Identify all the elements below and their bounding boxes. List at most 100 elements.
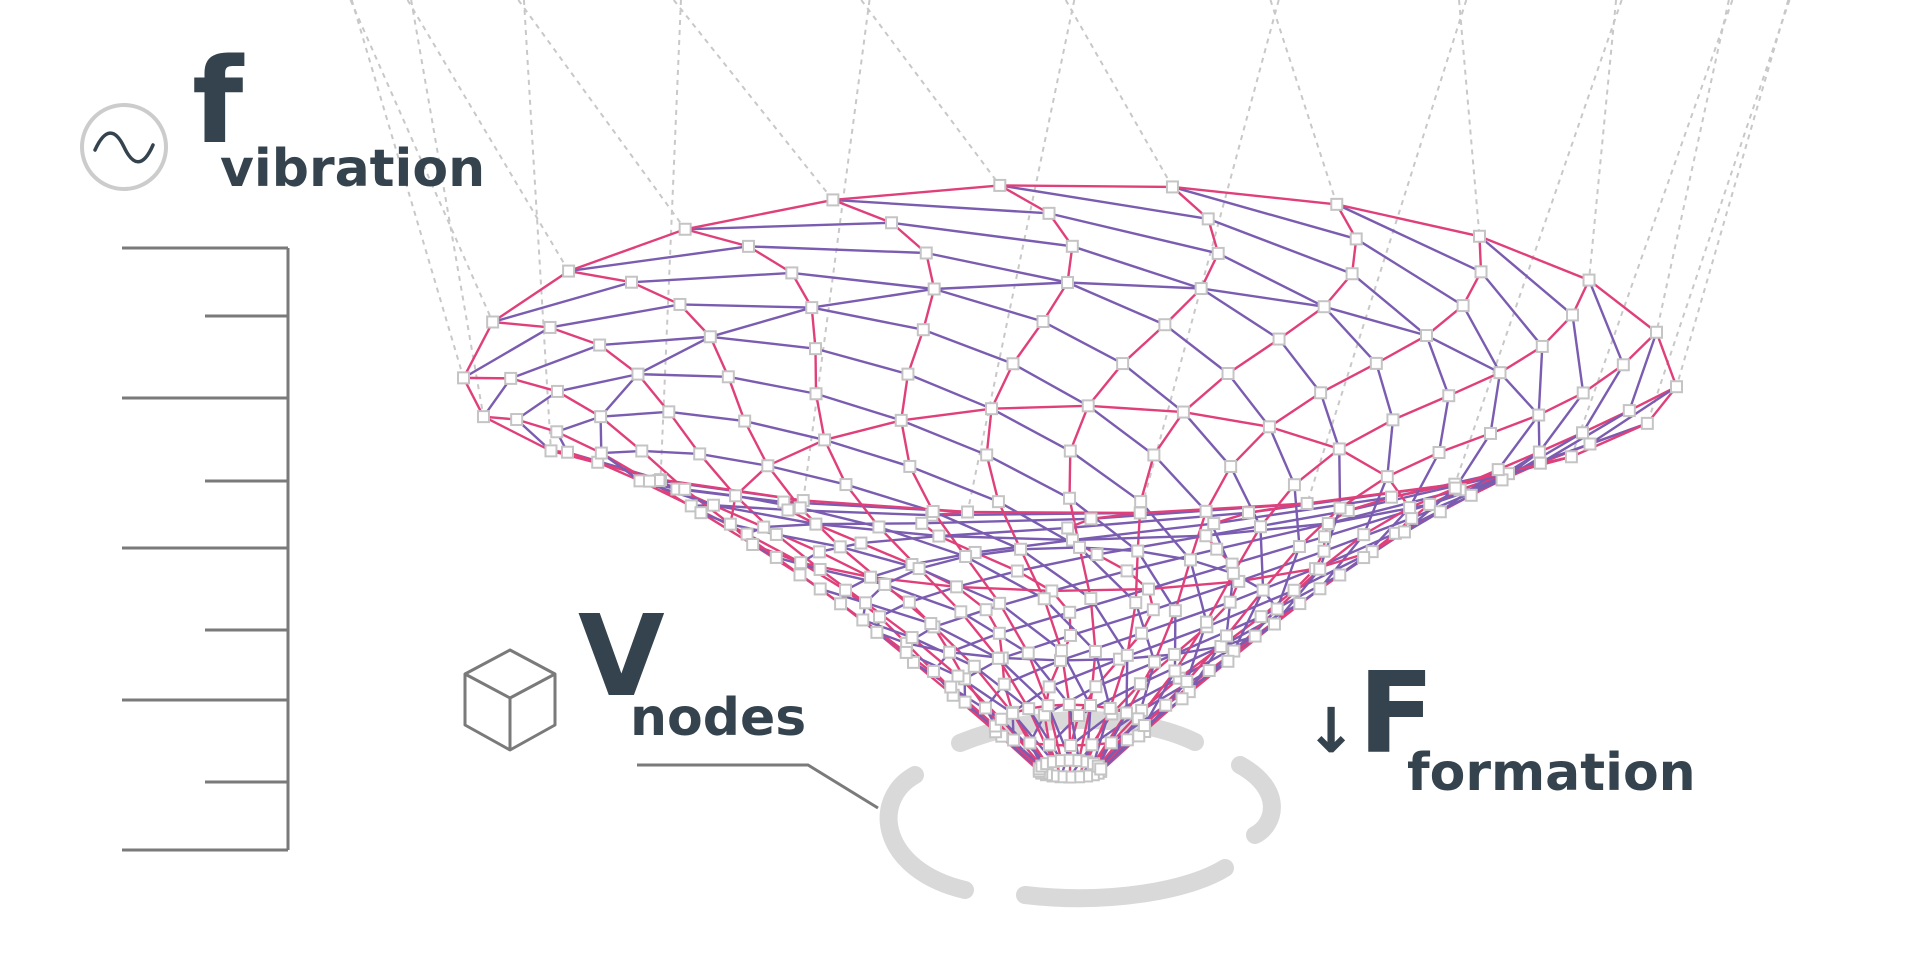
mesh-node (769, 527, 783, 541)
mesh-node (476, 410, 490, 424)
mesh-edge (763, 522, 816, 529)
mesh-node (1042, 738, 1056, 752)
mesh-node (1349, 232, 1363, 246)
mesh-node (1219, 629, 1233, 643)
mesh-node (839, 583, 853, 597)
mesh-node (1313, 582, 1327, 596)
mesh-node (878, 577, 892, 591)
mesh-edge (1278, 305, 1325, 341)
mesh-edge (832, 198, 892, 224)
mesh-edge (990, 363, 1015, 410)
mesh-node (1317, 300, 1331, 314)
mesh-node (927, 664, 941, 678)
mesh-node (1159, 698, 1173, 712)
mesh-node (1133, 677, 1147, 691)
force-label-sub: formation (1407, 743, 1696, 803)
mesh-edge (1189, 559, 1208, 623)
mesh-node (1201, 212, 1215, 226)
mesh-node (1129, 596, 1143, 610)
mesh-edge (1043, 598, 1063, 652)
mesh-edge (1001, 634, 1071, 660)
mesh-node (1141, 582, 1155, 596)
mesh-node (1137, 719, 1151, 733)
mesh-node (905, 631, 919, 645)
mesh-edge (900, 419, 988, 457)
mesh-edge (1409, 487, 1456, 509)
mesh-node (805, 301, 819, 315)
mesh-edge (1096, 534, 1207, 556)
mesh-edge (1462, 305, 1502, 374)
mesh-node (1386, 413, 1400, 427)
mesh-edge (641, 449, 700, 456)
mesh-node (1321, 517, 1335, 531)
mesh-node (1167, 647, 1181, 661)
mesh-node (1256, 583, 1270, 597)
mesh-node (793, 568, 807, 582)
mesh-edge (815, 347, 909, 376)
mesh-node (1065, 239, 1079, 253)
ghost-line (1458, 0, 1481, 237)
mesh-node (1287, 583, 1301, 597)
ghost-line (1064, 0, 1174, 188)
mesh-node (678, 222, 692, 236)
mesh-edge (1153, 610, 1177, 663)
mesh-node (1072, 708, 1086, 722)
mesh-edge (1425, 335, 1450, 397)
mesh-nodes (457, 178, 1683, 784)
mesh-node (818, 433, 832, 447)
mesh-edge (568, 269, 632, 284)
mesh-node (1089, 680, 1103, 694)
mesh-edge (1134, 550, 1139, 603)
mesh-edge (601, 449, 642, 455)
mesh-node (593, 338, 607, 352)
mesh-edge (998, 602, 1063, 652)
mesh-edge (1003, 659, 1061, 686)
mesh-node (902, 595, 916, 609)
mesh-node (1622, 404, 1636, 418)
mesh-edge (959, 611, 1000, 660)
mesh-node (1063, 605, 1077, 619)
mesh-node (673, 297, 687, 311)
mesh-edge (985, 408, 993, 456)
mesh-node (1442, 389, 1456, 403)
mesh-edge (1207, 217, 1353, 275)
mesh-node (854, 536, 868, 550)
mesh-edge (1478, 235, 1574, 316)
mesh-edge (1363, 506, 1411, 536)
mesh-node (1061, 521, 1075, 535)
mesh-node (1564, 450, 1578, 464)
mesh-edge (1216, 522, 1329, 551)
mesh-node (1090, 548, 1104, 562)
mesh-edge (1276, 546, 1301, 610)
mesh-node (873, 610, 887, 624)
mesh-edge (908, 585, 957, 604)
mesh-edge (631, 271, 792, 284)
mesh-edge (1229, 567, 1316, 604)
mesh-node (504, 371, 518, 385)
mesh-edge (1087, 404, 1155, 456)
frequency-icon-group (80, 103, 168, 191)
mesh-edge (568, 245, 749, 273)
mesh-edge (1293, 447, 1341, 486)
mesh-edge (811, 306, 924, 331)
mesh-edge (884, 583, 962, 613)
mesh-node (1042, 206, 1056, 220)
mesh-edge (728, 375, 817, 395)
mesh-node (967, 659, 981, 673)
mesh-node (1054, 644, 1068, 658)
mesh-node (993, 596, 1007, 610)
mesh-node (1272, 332, 1286, 346)
ghost-line (1588, 0, 1618, 281)
mesh-edge (922, 288, 936, 331)
mesh-node (693, 447, 707, 461)
mesh-edge (932, 510, 1022, 551)
mesh-edge (1225, 589, 1265, 637)
mesh-edge (637, 372, 729, 378)
mesh-node (1176, 405, 1190, 419)
mesh-edge (1490, 413, 1540, 435)
mesh-node (1397, 525, 1411, 539)
mesh-edge (1069, 405, 1090, 452)
mesh-node (1010, 564, 1024, 578)
mesh-node (1292, 540, 1306, 554)
